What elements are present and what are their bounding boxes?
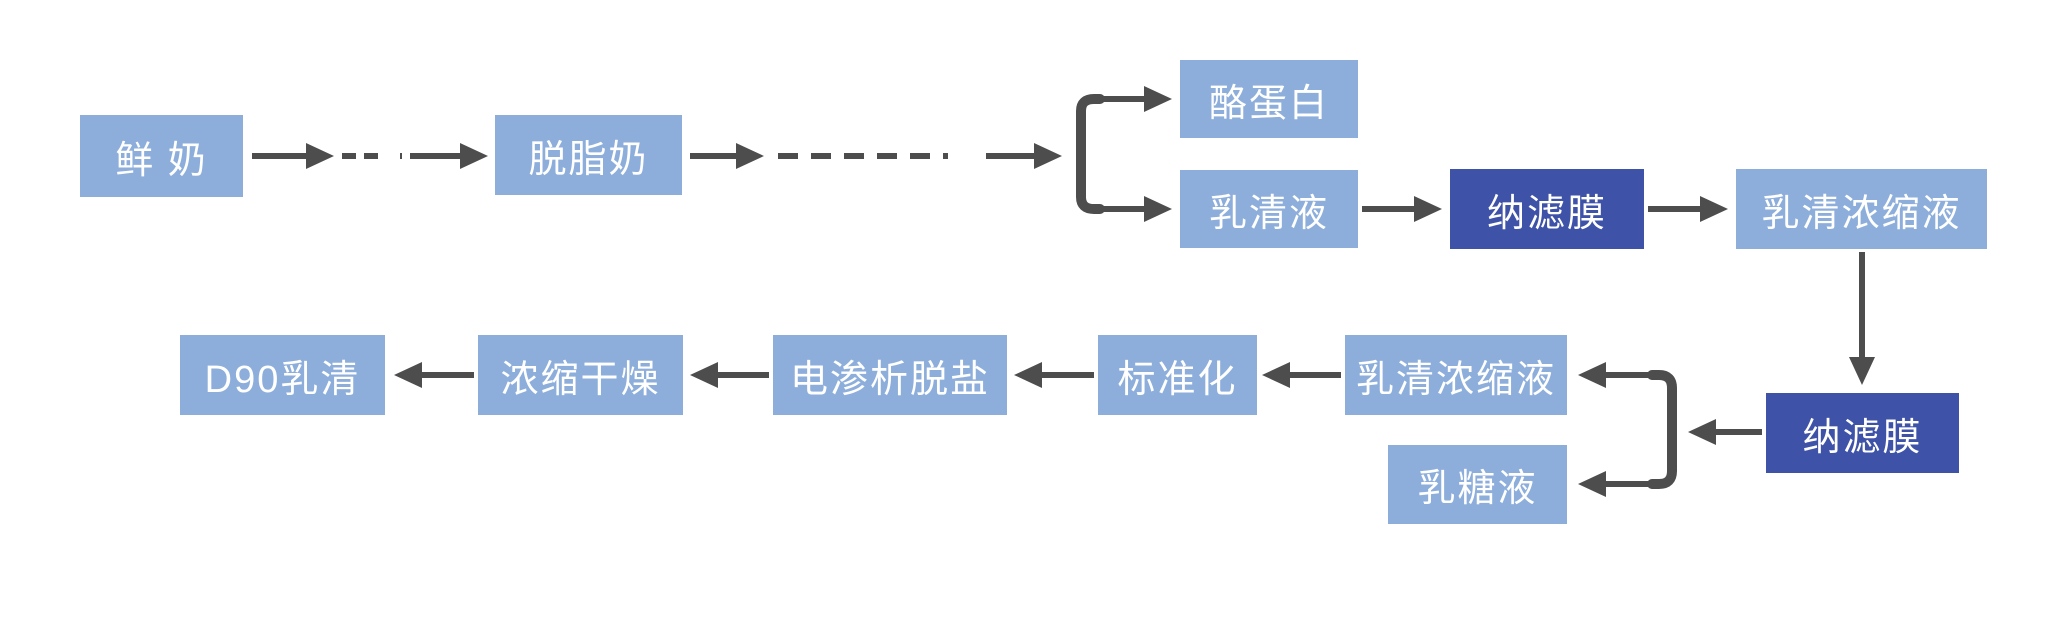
node-whey-liquid: 乳清液 <box>1180 170 1358 248</box>
node-standardization: 标准化 <box>1098 335 1257 415</box>
node-lactose-liquid: 乳糖液 <box>1388 445 1567 524</box>
node-fresh-milk: 鲜 奶 <box>80 115 243 197</box>
node-electrodialysis-desalting: 电渗析脱盐 <box>773 335 1007 415</box>
node-whey-concentrate-2: 乳清浓缩液 <box>1345 335 1567 415</box>
node-whey-concentrate-1: 乳清浓缩液 <box>1736 169 1987 249</box>
node-d90-whey: D90乳清 <box>180 335 385 415</box>
branch-1-bracket <box>1076 94 1105 214</box>
node-skim-milk: 脱脂奶 <box>495 115 682 195</box>
node-nanofiltration-membrane-1: 纳滤膜 <box>1450 169 1644 249</box>
node-casein: 酪蛋白 <box>1180 60 1358 138</box>
node-nanofiltration-membrane-2: 纳滤膜 <box>1766 393 1959 473</box>
branch-2-bracket <box>1647 370 1677 489</box>
node-concentration-drying: 浓缩干燥 <box>478 335 683 415</box>
